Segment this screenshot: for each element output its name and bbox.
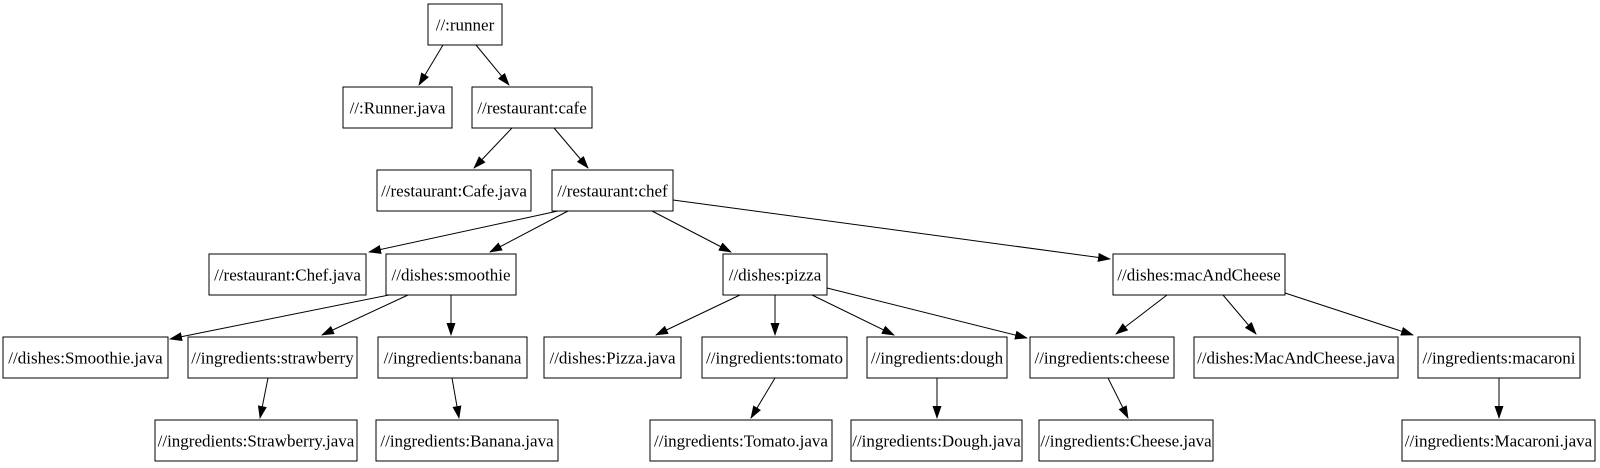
graph-edge-banana-to-banana_java: [451, 377, 462, 419]
graph-node-box-cheese: [1029, 336, 1175, 379]
graph-edge-cafe-to-cafe_java: [473, 127, 513, 169]
graph-node-box-strawberry: [187, 336, 358, 379]
graph-node-label-macaroni: //ingredients:macaroni: [1423, 349, 1576, 368]
graph-node-banana_java: //ingredients:Banana.java: [375, 419, 559, 462]
nodes-layer: //:runner //:Runner.java //restaurant:cafe…: [2, 3, 1596, 462]
graph-edge-pizza-to-dough: [811, 294, 895, 336]
graph-node-box-runner_java: [342, 86, 453, 129]
graph-node-box-cheese_java: [1038, 419, 1214, 462]
graph-node-tomato_java: //ingredients:Tomato.java: [649, 419, 833, 462]
graph-node-box-cafe: [471, 86, 593, 129]
graph-edge-runner-to-runner_java: [418, 44, 444, 86]
graph-node-label-pizza_java: //dishes:Pizza.java: [549, 349, 676, 368]
graph-node-banana: //ingredients:banana: [377, 336, 528, 379]
graph-node-label-pizza: //dishes:pizza: [729, 266, 822, 285]
graph-node-box-strawberry_java: [154, 419, 358, 462]
graph-node-dough: //ingredients:dough: [866, 336, 1008, 379]
graph-edge-mac-to-mac_java: [1222, 294, 1257, 335]
graph-node-box-tomato_java: [649, 419, 833, 462]
graph-node-runner_java: //:Runner.java: [342, 86, 453, 129]
graph-node-label-smoothie_java: //dishes:Smoothie.java: [8, 349, 163, 368]
graph-node-macaroni: //ingredients:macaroni: [1417, 336, 1581, 379]
graph-edge-chef-to-pizza: [651, 210, 732, 253]
graph-node-box-banana_java: [375, 419, 559, 462]
graph-node-label-macaroni_java: //ingredients:Macaroni.java: [1405, 432, 1593, 451]
graph-node-box-dough_java: [850, 419, 1023, 462]
graph-node-label-dough: //ingredients:dough: [871, 349, 1004, 368]
graph-node-box-smoothie: [385, 253, 517, 296]
graph-edge-mac-to-macaroni: [1284, 292, 1414, 336]
graph-node-label-cafe: //restaurant:cafe: [477, 99, 587, 118]
graph-node-dough_java: //ingredients:Dough.java: [850, 419, 1023, 462]
graph-edge-cafe-to-chef: [553, 127, 589, 169]
graph-node-cheese_java: //ingredients:Cheese.java: [1038, 419, 1214, 462]
graph-node-label-banana: //ingredients:banana: [384, 349, 522, 368]
graph-edge-smoothie-to-smoothie_java: [169, 294, 390, 342]
graph-edge-chef-to-smoothie: [489, 210, 569, 253]
graph-node-label-cafe_java: //restaurant:Cafe.java: [381, 182, 527, 201]
graph-node-box-macaroni_java: [1401, 419, 1596, 462]
graph-node-cheese: //ingredients:cheese: [1029, 336, 1175, 379]
graph-node-box-runner: [427, 3, 503, 46]
graph-node-label-chef: //restaurant:chef: [557, 182, 668, 201]
graph-node-cafe_java: //restaurant:Cafe.java: [376, 169, 532, 212]
graph-node-box-chef_java: [208, 253, 367, 296]
graph-node-tomato: //ingredients:tomato: [701, 336, 848, 379]
graph-node-box-chef: [551, 169, 674, 212]
graph-node-label-chef_java: //restaurant:Chef.java: [214, 266, 361, 285]
graph-edge-mac-to-cheese: [1115, 294, 1168, 335]
graph-node-box-macaroni: [1417, 336, 1581, 379]
graph-node-box-smoothie_java: [2, 336, 169, 379]
graph-edge-strawberry-to-strawberry_java: [257, 377, 269, 419]
graph-node-label-tomato: //ingredients:tomato: [706, 349, 843, 368]
graph-node-box-pizza_java: [543, 336, 682, 379]
graph-node-cafe: //restaurant:cafe: [471, 86, 593, 129]
graph-node-label-strawberry_java: //ingredients:Strawberry.java: [158, 432, 355, 451]
graph-node-label-banana_java: //ingredients:Banana.java: [380, 432, 554, 451]
graph-node-box-pizza: [722, 253, 828, 296]
graph-node-mac: //dishes:macAndCheese: [1112, 253, 1286, 296]
graph-edge-chef-to-mac: [672, 199, 1111, 262]
graph-node-box-cafe_java: [376, 169, 532, 212]
graph-node-label-runner: //:runner: [436, 16, 495, 35]
graph-node-runner: //:runner: [427, 3, 503, 46]
graph-edge-cheese-to-cheese_java: [1107, 377, 1129, 419]
graph-node-box-mac_java: [1193, 336, 1399, 379]
graph-node-label-tomato_java: //ingredients:Tomato.java: [654, 432, 828, 451]
graph-node-label-mac: //dishes:macAndCheese: [1117, 266, 1280, 285]
graph-edge-pizza-to-cheese: [826, 287, 1028, 340]
graph-node-label-cheese: //ingredients:cheese: [1034, 349, 1169, 368]
graph-node-box-mac: [1112, 253, 1286, 296]
graph-node-pizza_java: //dishes:Pizza.java: [543, 336, 682, 379]
graph-edge-runner-to-cafe: [475, 44, 510, 86]
graph-node-label-mac_java: //dishes:MacAndCheese.java: [1197, 349, 1395, 368]
graph-node-box-banana: [377, 336, 528, 379]
graph-node-chef: //restaurant:chef: [551, 169, 674, 212]
graph-node-label-strawberry: //ingredients:strawberry: [191, 349, 354, 368]
edges-layer: [169, 44, 1504, 419]
graph-node-smoothie_java: //dishes:Smoothie.java: [2, 336, 169, 379]
graph-node-label-dough_java: //ingredients:Dough.java: [852, 432, 1021, 451]
graph-edge-smoothie-to-strawberry: [321, 294, 409, 336]
graph-edge-pizza-to-pizza_java: [655, 294, 741, 336]
graph-node-label-smoothie: //dishes:smoothie: [392, 266, 511, 285]
graph-edge-chef-to-chef_java: [368, 210, 559, 254]
graph-edge-tomato-to-tomato_java: [750, 377, 776, 419]
graph-node-box-tomato: [701, 336, 848, 379]
graph-node-smoothie: //dishes:smoothie: [385, 253, 517, 296]
graph-node-strawberry_java: //ingredients:Strawberry.java: [154, 419, 358, 462]
graph-node-label-cheese_java: //ingredients:Cheese.java: [1040, 432, 1212, 451]
graph-node-chef_java: //restaurant:Chef.java: [208, 253, 367, 296]
graph-node-strawberry: //ingredients:strawberry: [187, 336, 358, 379]
graph-node-mac_java: //dishes:MacAndCheese.java: [1193, 336, 1399, 379]
graph-node-macaroni_java: //ingredients:Macaroni.java: [1401, 419, 1596, 462]
graph-node-box-dough: [866, 336, 1008, 379]
graph-node-pizza: //dishes:pizza: [722, 253, 828, 296]
graph-node-label-runner_java: //:Runner.java: [350, 99, 446, 118]
